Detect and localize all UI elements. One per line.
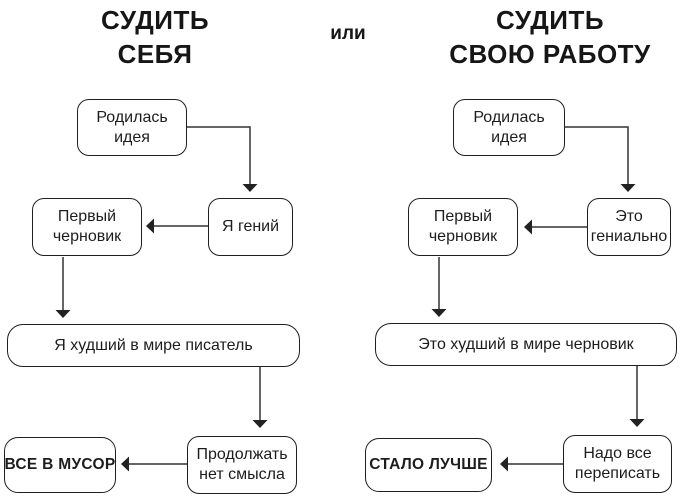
node-it-got-better: СТАЛО ЛУЧШЕ — [365, 438, 492, 492]
connector-right-draft-to-worst — [431, 257, 447, 317]
node-all-to-trash: ВСЕ В МУСОР — [4, 437, 116, 493]
right-title-line1: СУДИТЬ — [495, 5, 605, 35]
connector-right-rewrite-to-better — [500, 456, 563, 472]
node-no-point-continue: Продолжать нет смысла — [187, 436, 297, 494]
node-worst-writer: Я худший в мире писатель — [7, 324, 300, 367]
connector-right-genius-to-draft — [524, 219, 587, 235]
node-first-draft-right: Первый черновик — [408, 198, 518, 256]
connector-left-draft-to-worst — [55, 257, 71, 318]
connector-left-genius-to-draft — [146, 218, 208, 234]
connector-right-idea-to-genius — [565, 126, 636, 192]
node-idea-born-right: Родилась идея — [453, 99, 565, 156]
connector-right-worst-to-rewrite — [629, 366, 645, 427]
node-idea-born-left: Родилась идея — [77, 99, 187, 156]
node-i-am-genius: Я гений — [208, 198, 293, 256]
connector-left-worst-to-nopoint — [252, 367, 268, 428]
node-this-is-genius: Это гениально — [587, 198, 671, 256]
connector-left-idea-to-genius — [187, 126, 258, 192]
node-first-draft-left: Первый черновик — [32, 198, 142, 256]
right-title-line2: СВОЮ РАБОТУ — [449, 39, 651, 69]
or-connector-word: или — [330, 23, 366, 44]
left-column-title: СУДИТЬ СЕБЯ — [40, 3, 270, 71]
right-column-title: СУДИТЬ СВОЮ РАБОТУ — [435, 3, 665, 71]
connector-left-nopoint-to-trash — [121, 456, 187, 472]
node-rewrite-everything: Надо все переписать — [563, 435, 672, 493]
left-title-line2: СЕБЯ — [117, 39, 193, 69]
node-worst-draft: Это худший в мире черновик — [375, 323, 677, 366]
left-title-line1: СУДИТЬ — [100, 5, 210, 35]
